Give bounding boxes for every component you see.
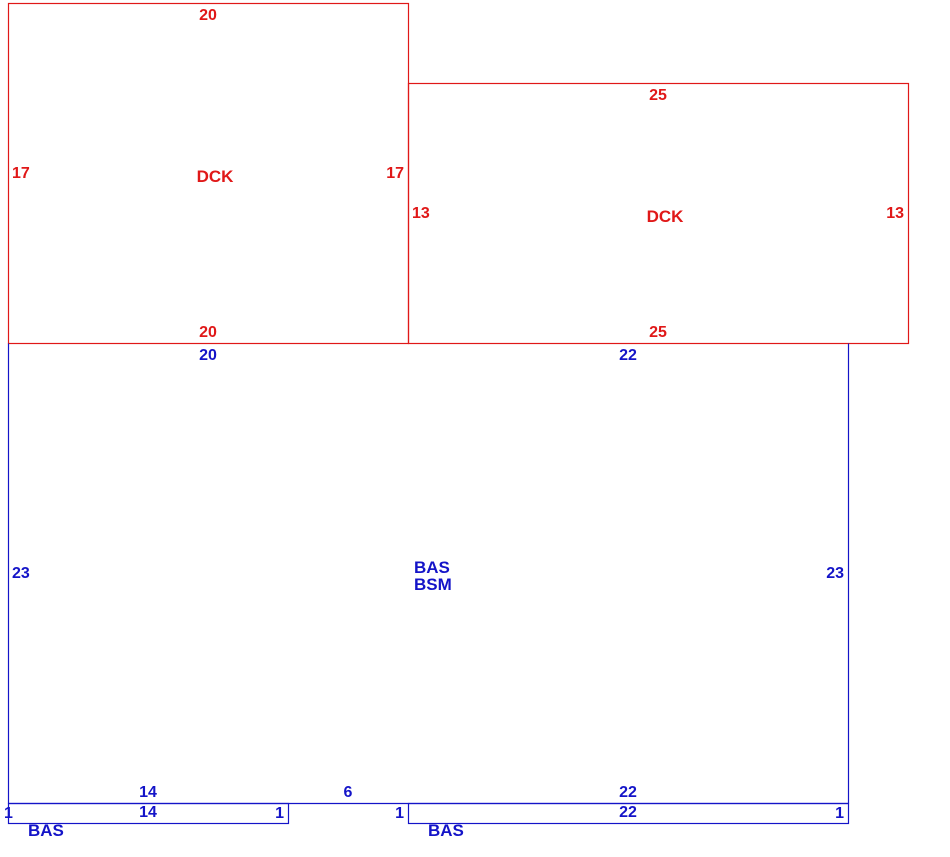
deck-right-left-dim: 13 <box>412 205 430 222</box>
deck-left: 20 20 17 17 DCK <box>7 2 410 345</box>
deck-left-bottom-dim: 20 <box>199 324 217 341</box>
strip-left-right-dim: 1 <box>275 805 284 822</box>
main-area: 20 22 23 23 BAS BSM 14 6 22 <box>7 343 850 805</box>
strip-left: 14 1 1 BAS <box>4 802 290 840</box>
deck-left-top-dim: 20 <box>199 7 217 24</box>
deck-right-top-dim: 25 <box>649 87 667 104</box>
strip-left-label: BAS <box>28 821 64 840</box>
deck-left-label: DCK <box>197 167 235 186</box>
strip-left-top-dim: 14 <box>139 804 157 821</box>
strip-right-label: BAS <box>428 821 464 840</box>
deck-right-outline <box>407 82 910 345</box>
main-area-label-bas: BAS <box>414 558 450 577</box>
deck-right: 25 25 13 13 DCK <box>407 82 910 345</box>
main-area-left-dim: 23 <box>12 565 30 582</box>
deck-right-label: DCK <box>647 207 685 226</box>
strip-right-left-dim: 1 <box>395 805 404 822</box>
deck-left-left-dim: 17 <box>12 165 30 182</box>
main-area-top-left-dim: 20 <box>199 347 217 364</box>
main-area-bottom-middle-dim: 6 <box>344 784 353 801</box>
main-area-top-right-dim: 22 <box>619 347 637 364</box>
strip-right-top-dim: 22 <box>619 804 637 821</box>
main-area-bottom-left-dim: 14 <box>139 784 157 801</box>
main-area-right-dim: 23 <box>826 565 844 582</box>
main-area-label-bsm: BSM <box>414 575 452 594</box>
strip-right: 22 1 1 BAS <box>395 802 850 840</box>
strip-left-outline <box>7 802 290 825</box>
strip-right-right-dim: 1 <box>835 805 844 822</box>
strip-left-left-dim: 1 <box>4 805 13 822</box>
strip-right-outline <box>407 802 850 825</box>
deck-right-right-dim: 13 <box>886 205 904 222</box>
deck-left-right-dim: 17 <box>386 165 404 182</box>
deck-right-bottom-dim: 25 <box>649 324 667 341</box>
main-area-bottom-right-dim: 22 <box>619 784 637 801</box>
